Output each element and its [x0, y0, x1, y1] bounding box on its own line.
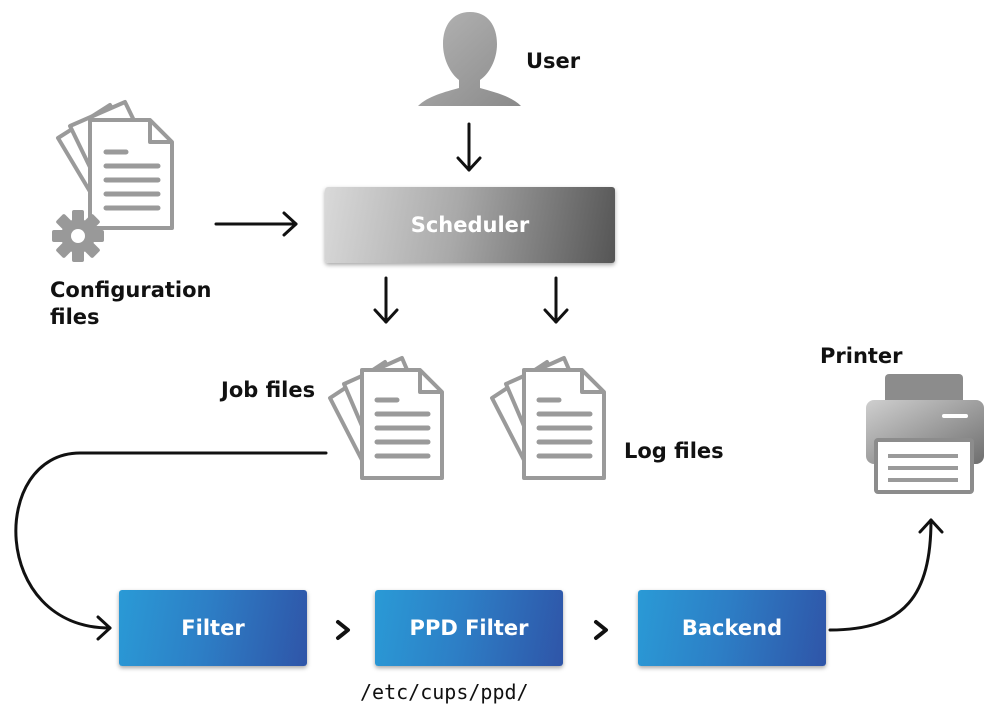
config-files-label: Configuration files: [50, 278, 212, 329]
arrow-filter-to-ppd-filter: [336, 620, 350, 640]
arrow-job-files-to-filter: [14, 451, 328, 641]
scheduler-box: Scheduler: [325, 187, 615, 263]
scheduler-label: Scheduler: [410, 213, 530, 237]
user-icon: [418, 12, 521, 106]
log-files-label: Log files: [624, 439, 724, 463]
filter-box: Filter: [119, 590, 307, 666]
backend-box: Backend: [638, 590, 826, 666]
printer-icon: [866, 374, 984, 494]
ppd-path-label: /etc/cups/ppd/: [360, 680, 529, 704]
printer-label: Printer: [820, 344, 903, 368]
arrow-ppd-filter-to-backend: [594, 620, 608, 640]
config-files-icon: [52, 100, 174, 262]
ppd-filter-box: PPD Filter: [375, 590, 563, 666]
user-label: User: [526, 49, 581, 73]
arrow-scheduler-to-log-files: [543, 276, 569, 324]
backend-label: Backend: [681, 616, 783, 640]
arrow-user-to-scheduler: [456, 122, 482, 172]
log-files-icon: [490, 356, 606, 480]
arrow-config-to-scheduler: [214, 211, 298, 237]
job-files-icon: [328, 356, 444, 480]
ppd-filter-label: PPD Filter: [409, 616, 529, 640]
arrow-scheduler-to-job-files: [373, 276, 399, 324]
arrow-backend-to-printer: [828, 518, 944, 632]
job-files-label: Job files: [221, 378, 316, 402]
filter-label: Filter: [181, 616, 245, 640]
